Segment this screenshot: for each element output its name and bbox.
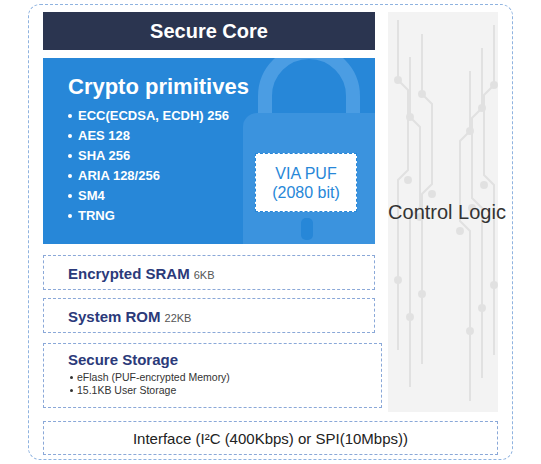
node-heading: System ROM	[68, 308, 161, 325]
node-heading: Crypto primitives	[68, 74, 375, 100]
node-text: 6KB	[194, 269, 215, 281]
node-text: SHA 256	[78, 148, 130, 163]
node-heading: Control Logic	[388, 199, 506, 226]
bullet-row: AES 128	[68, 128, 375, 143]
secure-core-band: Secure Core	[43, 12, 375, 50]
node-text: TRNG	[78, 208, 115, 223]
node-text: SM4	[78, 188, 105, 203]
node-heading: Interface (I²C (400Kbps) or SPI(10Mbps))	[133, 430, 408, 447]
node-text: AES 128	[78, 128, 130, 143]
storage-box: Secure Storage eFlash (PUF-encrypted Memo…	[43, 343, 382, 408]
control-logic-panel: Control Logic	[388, 12, 506, 412]
node-text: ARIA 128/256	[78, 168, 160, 183]
bullet-dot	[68, 154, 72, 158]
node-heading: Secure Storage	[68, 351, 381, 368]
bullet-row: eFlash (PUF-encrypted Memory)	[70, 371, 381, 383]
puf-box: VIA PUF (2080 bit)	[255, 153, 357, 212]
node-text: eFlash (PUF-encrypted Memory)	[77, 371, 230, 383]
bullet-dot	[68, 194, 72, 198]
bullet-row: ECC(ECDSA, ECDH) 256	[68, 108, 375, 123]
bullet-dot	[68, 174, 72, 178]
sram-box: Encrypted SRAM 6KB	[43, 255, 375, 290]
bullet-dot	[70, 376, 73, 379]
node-text: 15.1KB User Storage	[77, 384, 176, 396]
crypto-block: Crypto primitivesECC(ECDSA, ECDH) 256AES…	[43, 58, 375, 244]
node-text: ECC(ECDSA, ECDH) 256	[78, 108, 229, 123]
bullet-row: 15.1KB User Storage	[70, 384, 381, 396]
interface-box: Interface (I²C (400Kbps) or SPI(10Mbps))	[43, 421, 498, 455]
bullet-dot	[68, 214, 72, 218]
node-heading: VIA PUF (2080 bit)	[262, 164, 350, 202]
bullet-dot	[68, 134, 72, 138]
node-heading: Secure Core	[150, 20, 268, 43]
bullet-dot	[70, 389, 73, 392]
rom-box: System ROM 22KB	[43, 298, 375, 333]
node-heading: Encrypted SRAM	[68, 265, 190, 282]
node-text: 22KB	[165, 312, 192, 324]
bullet-dot	[68, 114, 72, 118]
